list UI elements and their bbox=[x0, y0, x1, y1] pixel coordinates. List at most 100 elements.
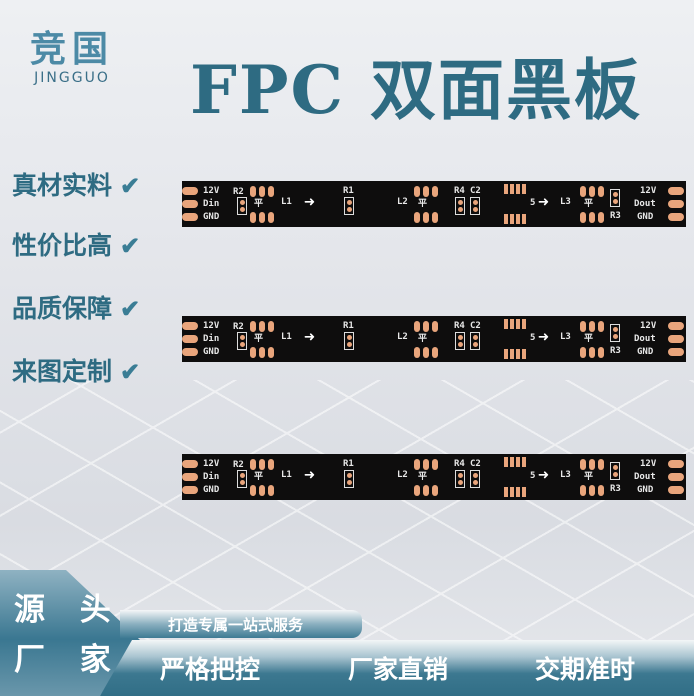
brand-name-en: JINGGUO bbox=[34, 70, 110, 86]
solder-pad bbox=[668, 348, 684, 356]
solder-pad bbox=[432, 186, 438, 197]
feature-label: 真材实料 bbox=[12, 171, 113, 200]
component-label: L3 bbox=[560, 470, 571, 480]
brand-logo: 竞国 JINGGUO bbox=[22, 29, 122, 87]
solder-pad bbox=[423, 186, 429, 197]
solder-pad bbox=[522, 184, 526, 194]
solder-pad bbox=[668, 486, 684, 494]
solder-pad bbox=[504, 184, 508, 194]
resistor-footprint bbox=[455, 470, 465, 488]
solder-pad bbox=[522, 349, 526, 359]
solder-pad bbox=[182, 486, 198, 494]
solder-pad bbox=[250, 186, 256, 197]
solder-pad bbox=[504, 214, 508, 224]
solder-pad bbox=[414, 212, 420, 223]
solder-pad bbox=[432, 212, 438, 223]
solder-pad bbox=[504, 319, 508, 329]
solder-pad bbox=[589, 485, 595, 496]
component-label: R1 bbox=[343, 321, 354, 331]
feature-item: 品质保障✔ bbox=[12, 289, 140, 325]
solder-pad bbox=[250, 459, 256, 470]
resistor-footprint bbox=[455, 332, 465, 350]
capacitor-footprint bbox=[470, 470, 480, 488]
chip-label: 平 bbox=[418, 472, 428, 482]
solder-pad bbox=[668, 473, 684, 481]
pin-label: Din bbox=[203, 334, 220, 344]
pin-label: 12V bbox=[640, 459, 657, 469]
solder-pad bbox=[510, 184, 514, 194]
component-label: L2 bbox=[397, 470, 408, 480]
chip-label: 平 bbox=[584, 334, 594, 344]
pin-label: 12V bbox=[203, 321, 220, 331]
component-label: L3 bbox=[560, 332, 571, 342]
component-label: R2 bbox=[233, 460, 244, 470]
component-label: R4 bbox=[454, 321, 465, 331]
solder-pad bbox=[504, 349, 508, 359]
check-icon: ✔ bbox=[120, 171, 141, 200]
solder-pad bbox=[516, 214, 520, 224]
resistor-footprint bbox=[237, 470, 247, 488]
chip-label: 平 bbox=[418, 199, 428, 209]
pin-label: Din bbox=[203, 199, 220, 209]
solder-pad bbox=[268, 186, 274, 197]
solder-pad bbox=[598, 321, 604, 332]
solder-pad bbox=[250, 485, 256, 496]
solder-pad bbox=[182, 213, 198, 221]
badge-text: 源 头 厂 家 bbox=[14, 585, 123, 685]
solder-pad bbox=[250, 321, 256, 332]
solder-pad bbox=[414, 347, 420, 358]
pin-label: GND bbox=[637, 347, 654, 357]
feature-item: 来图定制✔ bbox=[12, 352, 140, 388]
solder-pad bbox=[589, 321, 595, 332]
solder-pad bbox=[250, 347, 256, 358]
chip-label: 平 bbox=[584, 199, 594, 209]
feature-item: 性价比高✔ bbox=[12, 226, 140, 262]
pin-label: 12V bbox=[203, 459, 220, 469]
pin-label: 12V bbox=[640, 186, 657, 196]
solder-pad bbox=[522, 457, 526, 467]
solder-pad bbox=[516, 319, 520, 329]
solder-pad bbox=[423, 347, 429, 358]
pin-label: Din bbox=[203, 472, 220, 482]
fpc-strip: 12V Din GND R2 平 L1 ➜ R1 L2 平 R4 C2 5 ➜ … bbox=[182, 316, 686, 362]
ic-label: 5 bbox=[530, 198, 536, 208]
solder-pad bbox=[423, 321, 429, 332]
chip-label: 平 bbox=[254, 199, 264, 209]
solder-pad bbox=[182, 200, 198, 208]
component-label: L2 bbox=[397, 197, 408, 207]
arrow-icon: ➜ bbox=[304, 192, 315, 213]
solder-pad bbox=[516, 457, 520, 467]
solder-pad bbox=[182, 348, 198, 356]
arrow-icon: ➜ bbox=[538, 327, 549, 348]
brand-name-cn: 竞国 bbox=[29, 29, 114, 70]
solder-pad bbox=[268, 212, 274, 223]
pin-label: Dout bbox=[634, 472, 656, 482]
component-label: R3 bbox=[610, 211, 621, 221]
solder-pad bbox=[580, 321, 586, 332]
solder-pad bbox=[504, 487, 508, 497]
solder-pad bbox=[182, 335, 198, 343]
resistor-footprint bbox=[610, 462, 620, 480]
solder-pad bbox=[259, 321, 265, 332]
solder-pad bbox=[598, 459, 604, 470]
solder-pad bbox=[259, 459, 265, 470]
component-label: R4 bbox=[454, 186, 465, 196]
component-label: R1 bbox=[343, 459, 354, 469]
component-label: R2 bbox=[233, 187, 244, 197]
feature-label: 品质保障 bbox=[12, 294, 113, 323]
check-icon: ✔ bbox=[120, 231, 141, 260]
component-label: R3 bbox=[610, 484, 621, 494]
solder-pad bbox=[182, 322, 198, 330]
solder-pad bbox=[522, 319, 526, 329]
ic-label: 5 bbox=[530, 471, 536, 481]
slogan-pill bbox=[120, 610, 362, 638]
solder-pad bbox=[259, 485, 265, 496]
chip-label: 平 bbox=[584, 472, 594, 482]
solder-pad bbox=[268, 321, 274, 332]
capacitor-footprint bbox=[470, 332, 480, 350]
resistor-footprint bbox=[610, 189, 620, 207]
solder-pad bbox=[432, 347, 438, 358]
arrow-icon: ➜ bbox=[538, 465, 549, 486]
resistor-footprint bbox=[455, 197, 465, 215]
component-label: C2 bbox=[470, 321, 481, 331]
